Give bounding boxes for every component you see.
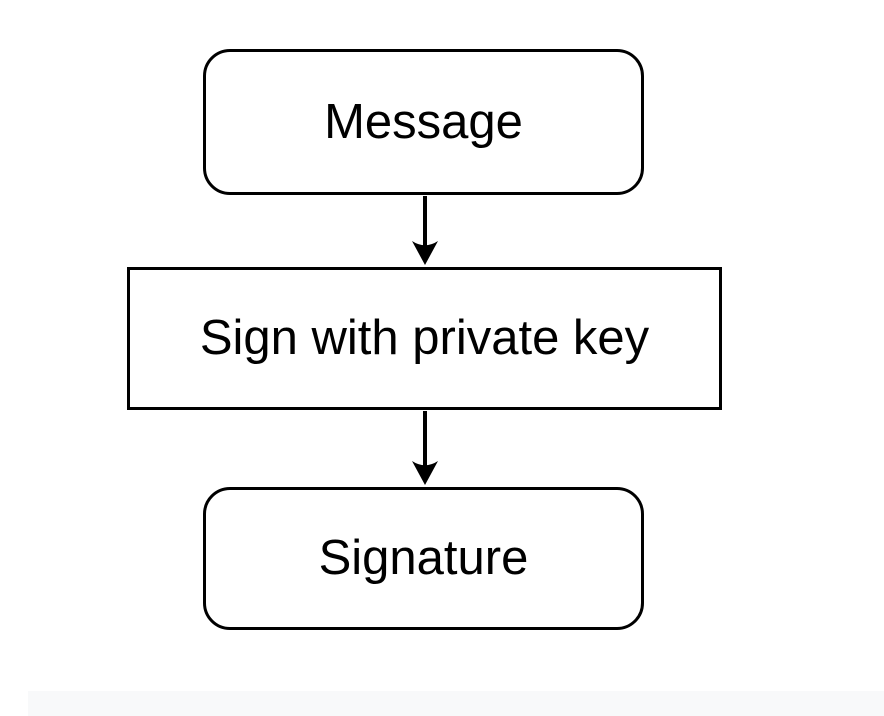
arrowhead-icon xyxy=(412,241,438,265)
node-sign-with-private-key: Sign with private key xyxy=(127,267,722,410)
node-signature: Signature xyxy=(203,487,644,630)
node-message-label: Message xyxy=(324,94,523,149)
node-signature-label: Signature xyxy=(318,531,529,585)
arrow-sign-to-signature xyxy=(412,411,438,485)
bottom-strip xyxy=(28,691,884,716)
arrow-message-to-sign xyxy=(412,196,438,265)
node-message: Message xyxy=(203,49,644,195)
node-sign-label: Sign with private key xyxy=(199,311,650,365)
arrowhead-icon xyxy=(412,461,438,485)
